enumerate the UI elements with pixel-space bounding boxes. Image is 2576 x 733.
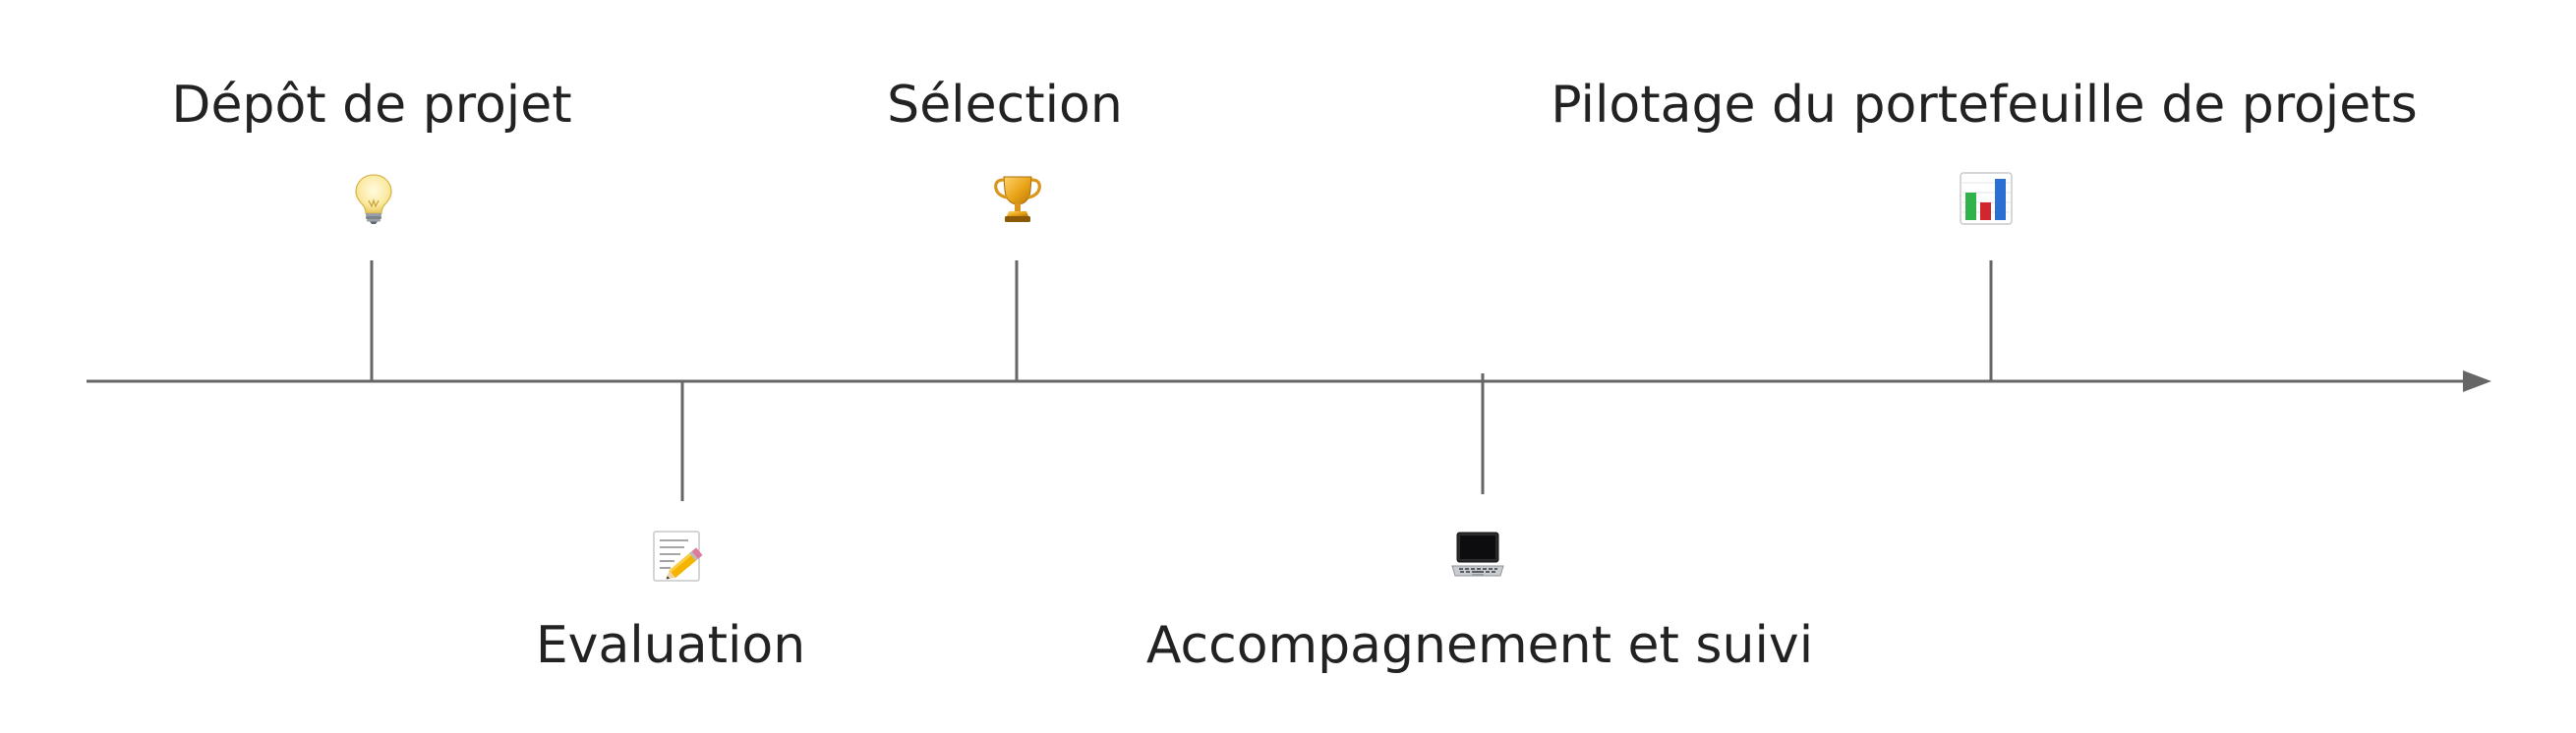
milestone-label-depot: Dépôt de projet [171,76,572,135]
timeline-arrowhead [2463,370,2491,392]
milestone-label-selection: Sélection [887,76,1123,135]
laptop-icon [1450,527,1505,582]
memo-icon [651,529,706,584]
milestone-label-evaluation: Evaluation [535,616,806,675]
bar-chart-icon [1959,171,2014,226]
milestone-label-pilotage: Pilotage du portefeuille de projets [1551,76,2418,135]
trophy-icon [990,171,1045,226]
milestone-label-accompagnement: Accompagnement et suivi [1145,616,1814,675]
lightbulb-icon [346,171,401,226]
